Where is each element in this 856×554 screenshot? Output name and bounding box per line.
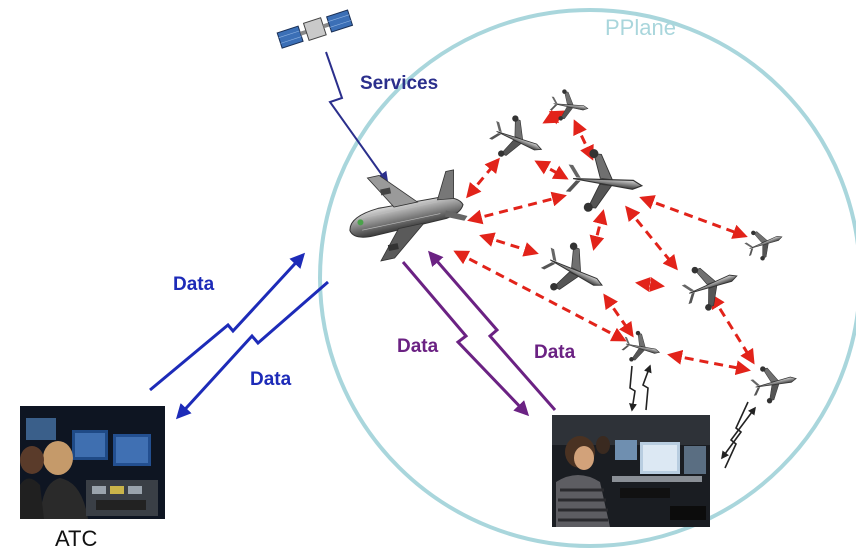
gs-data-label-left: Data: [397, 336, 439, 357]
uav-icon: [483, 108, 551, 171]
mesh-link: [467, 191, 567, 225]
mesh-link: [453, 250, 627, 342]
mesh-link: [589, 209, 608, 251]
atc-data-label-lower: Data: [250, 369, 292, 390]
mesh-link: [710, 293, 755, 365]
uav-icon: [747, 359, 801, 407]
mesh-link: [479, 232, 539, 257]
mesh-link: [625, 205, 678, 271]
gs-data-label-right: Data: [534, 342, 576, 363]
mesh-link: [603, 293, 634, 338]
mesh-link: [542, 109, 566, 125]
mesh-link: [667, 349, 751, 376]
services-link: [325, 51, 389, 184]
uav-icon: [563, 145, 646, 218]
uav-icon: [533, 233, 615, 310]
mesh-link: [573, 119, 594, 161]
atc-uplink: [149, 252, 306, 392]
satellite-icon: [276, 9, 354, 49]
gs-uplink: [428, 250, 557, 411]
atc-downlink: [175, 280, 329, 420]
master-aircraft-icon: [349, 169, 468, 262]
uav-icon: [618, 327, 664, 369]
atc-label: ATC: [55, 526, 97, 551]
uav-icon: [548, 87, 591, 125]
uav-icon: [676, 253, 746, 318]
services-label: Services: [360, 73, 438, 94]
ground-control-photo: [552, 415, 710, 527]
uav-icon: [740, 221, 788, 265]
mesh-link: [534, 160, 569, 180]
uav-downlinks: [629, 364, 756, 469]
pplane-ellipse: [318, 8, 856, 548]
atc-data-label-upper: Data: [173, 274, 215, 295]
mesh-link: [639, 195, 748, 239]
atc-console-photo: [20, 406, 165, 519]
mesh-link: [635, 277, 665, 292]
mesh-link: [466, 157, 500, 199]
pplane-label: PPlane: [605, 15, 676, 40]
mesh-links: [453, 109, 755, 376]
